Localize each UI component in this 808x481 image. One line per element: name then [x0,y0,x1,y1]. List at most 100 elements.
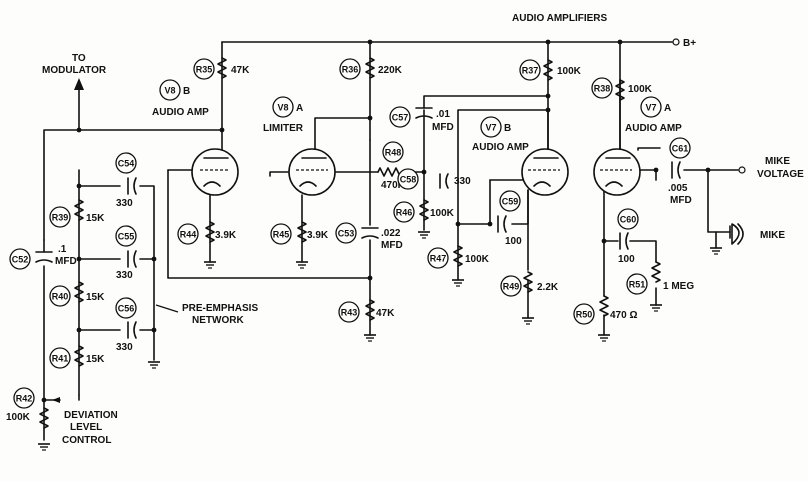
svg-text:3.9K: 3.9K [215,230,237,241]
svg-text:C57: C57 [392,113,409,123]
svg-text:C52: C52 [12,255,29,265]
svg-text:R48: R48 [385,148,402,158]
tag-r51: R51 1 MEG [626,273,694,295]
v8a-function-label: LIMITER [263,123,304,134]
pre-emphasis-label-2: NETWORK [192,315,244,326]
svg-text:100: 100 [505,236,522,247]
deviation-label-3: CONTROL [62,435,111,446]
v7a-function-label: AUDIO AMP [625,123,682,134]
mike-voltage-label-2: VOLTAGE [757,169,804,180]
modulator-label: MODULATOR [42,65,107,76]
resistor-r50 [597,295,611,342]
resistor-r36 [365,57,375,79]
wiring [43,38,746,441]
svg-text:100K: 100K [465,254,490,265]
svg-text:R41: R41 [52,354,69,364]
svg-text:R50: R50 [576,310,593,320]
svg-text:.022: .022 [381,228,401,239]
tag-r40: R40 15K [49,285,105,307]
resistor-r40 [74,281,84,303]
tube-tag-v8b: V8 B [159,79,190,101]
svg-text:C54: C54 [118,159,135,169]
deviation-label-1: DEVIATION [64,410,118,421]
resistor-r38 [615,79,625,101]
resistor-r41 [74,345,84,367]
tag-r43: R43 47K [338,301,395,323]
svg-text:B: B [183,86,190,97]
tag-r46: R46 100K [393,201,455,223]
svg-text:3.9K: 3.9K [307,230,329,241]
resistor-r42 [37,397,60,451]
tag-r41: R41 15K [49,347,105,369]
capacitor-c54 [127,177,137,195]
svg-text:100K: 100K [628,84,653,95]
svg-text:C60: C60 [620,215,637,225]
svg-text:C61: C61 [672,144,689,154]
capacitor-c52 [35,251,53,263]
tag-r36: R36 220K [339,58,403,80]
tube-v8b [191,148,239,196]
svg-text:A: A [296,103,303,114]
svg-text:MFD: MFD [432,122,454,133]
svg-text:C56: C56 [118,304,135,314]
resistor-r46 [417,199,431,239]
capacitor-c57 [415,107,433,119]
resistor-r51 [649,261,663,312]
deviation-label-2: LEVEL [70,422,102,433]
tube-v7a [593,148,641,196]
svg-text:330: 330 [116,270,133,281]
svg-text:V7: V7 [645,103,656,113]
b-plus-label: B+ [683,38,696,49]
svg-text:330: 330 [454,176,471,187]
svg-text:2.2K: 2.2K [537,282,559,293]
resistor-r45 [295,221,309,269]
tag-c61: C61 .005 MFD [668,137,692,206]
capacitor-c61 [671,161,681,179]
svg-text:R42: R42 [16,394,33,404]
tag-c56: C56 330 [115,297,137,353]
svg-text:47K: 47K [231,65,250,76]
microphone-icon [709,223,744,255]
svg-text:C59: C59 [502,197,519,207]
capacitor-c60 [619,232,629,250]
svg-text:47K: 47K [376,308,395,319]
svg-text:.01: .01 [436,109,450,120]
svg-text:100K: 100K [430,208,455,219]
tag-c58: C58 330 [397,168,471,190]
svg-text:R47: R47 [430,254,447,264]
svg-text:R40: R40 [52,292,69,302]
tag-r50: R50 470 Ω [573,303,637,325]
svg-text:220K: 220K [378,65,403,76]
svg-text:100K: 100K [6,412,31,423]
svg-text:.005: .005 [668,183,688,194]
resistor-r43 [363,299,377,342]
capacitor-c58 [439,173,449,189]
svg-text:R46: R46 [396,208,413,218]
svg-text:R38: R38 [594,84,611,94]
svg-text:470K: 470K [381,180,406,191]
tube-v7b [521,148,569,196]
svg-text:MFD: MFD [670,195,692,206]
v8b-function-label: AUDIO AMP [152,107,209,118]
tag-r44: R44 3.9K [177,223,237,245]
svg-text:470 Ω: 470 Ω [610,310,637,321]
svg-text:.1: .1 [58,244,67,255]
svg-text:R45: R45 [273,230,290,240]
svg-text:R43: R43 [341,308,358,318]
to-label: TO [72,53,86,64]
tag-c60: C60 100 [617,208,639,265]
svg-text:R49: R49 [503,282,520,292]
capacitor-c56 [127,321,137,339]
resistor-r49 [521,271,535,325]
svg-text:100K: 100K [557,66,582,77]
svg-text:330: 330 [116,198,133,209]
tag-r42: R42 100K [6,387,35,423]
capacitor-c59 [497,215,507,233]
tag-c53: C53 .022 MFD [335,222,403,251]
svg-text:B: B [504,123,511,134]
svg-text:MFD: MFD [55,256,77,267]
tube-tag-v8a: V8 A [272,96,303,118]
svg-text:15K: 15K [86,213,105,224]
tag-r38: R38 100K [591,77,653,99]
